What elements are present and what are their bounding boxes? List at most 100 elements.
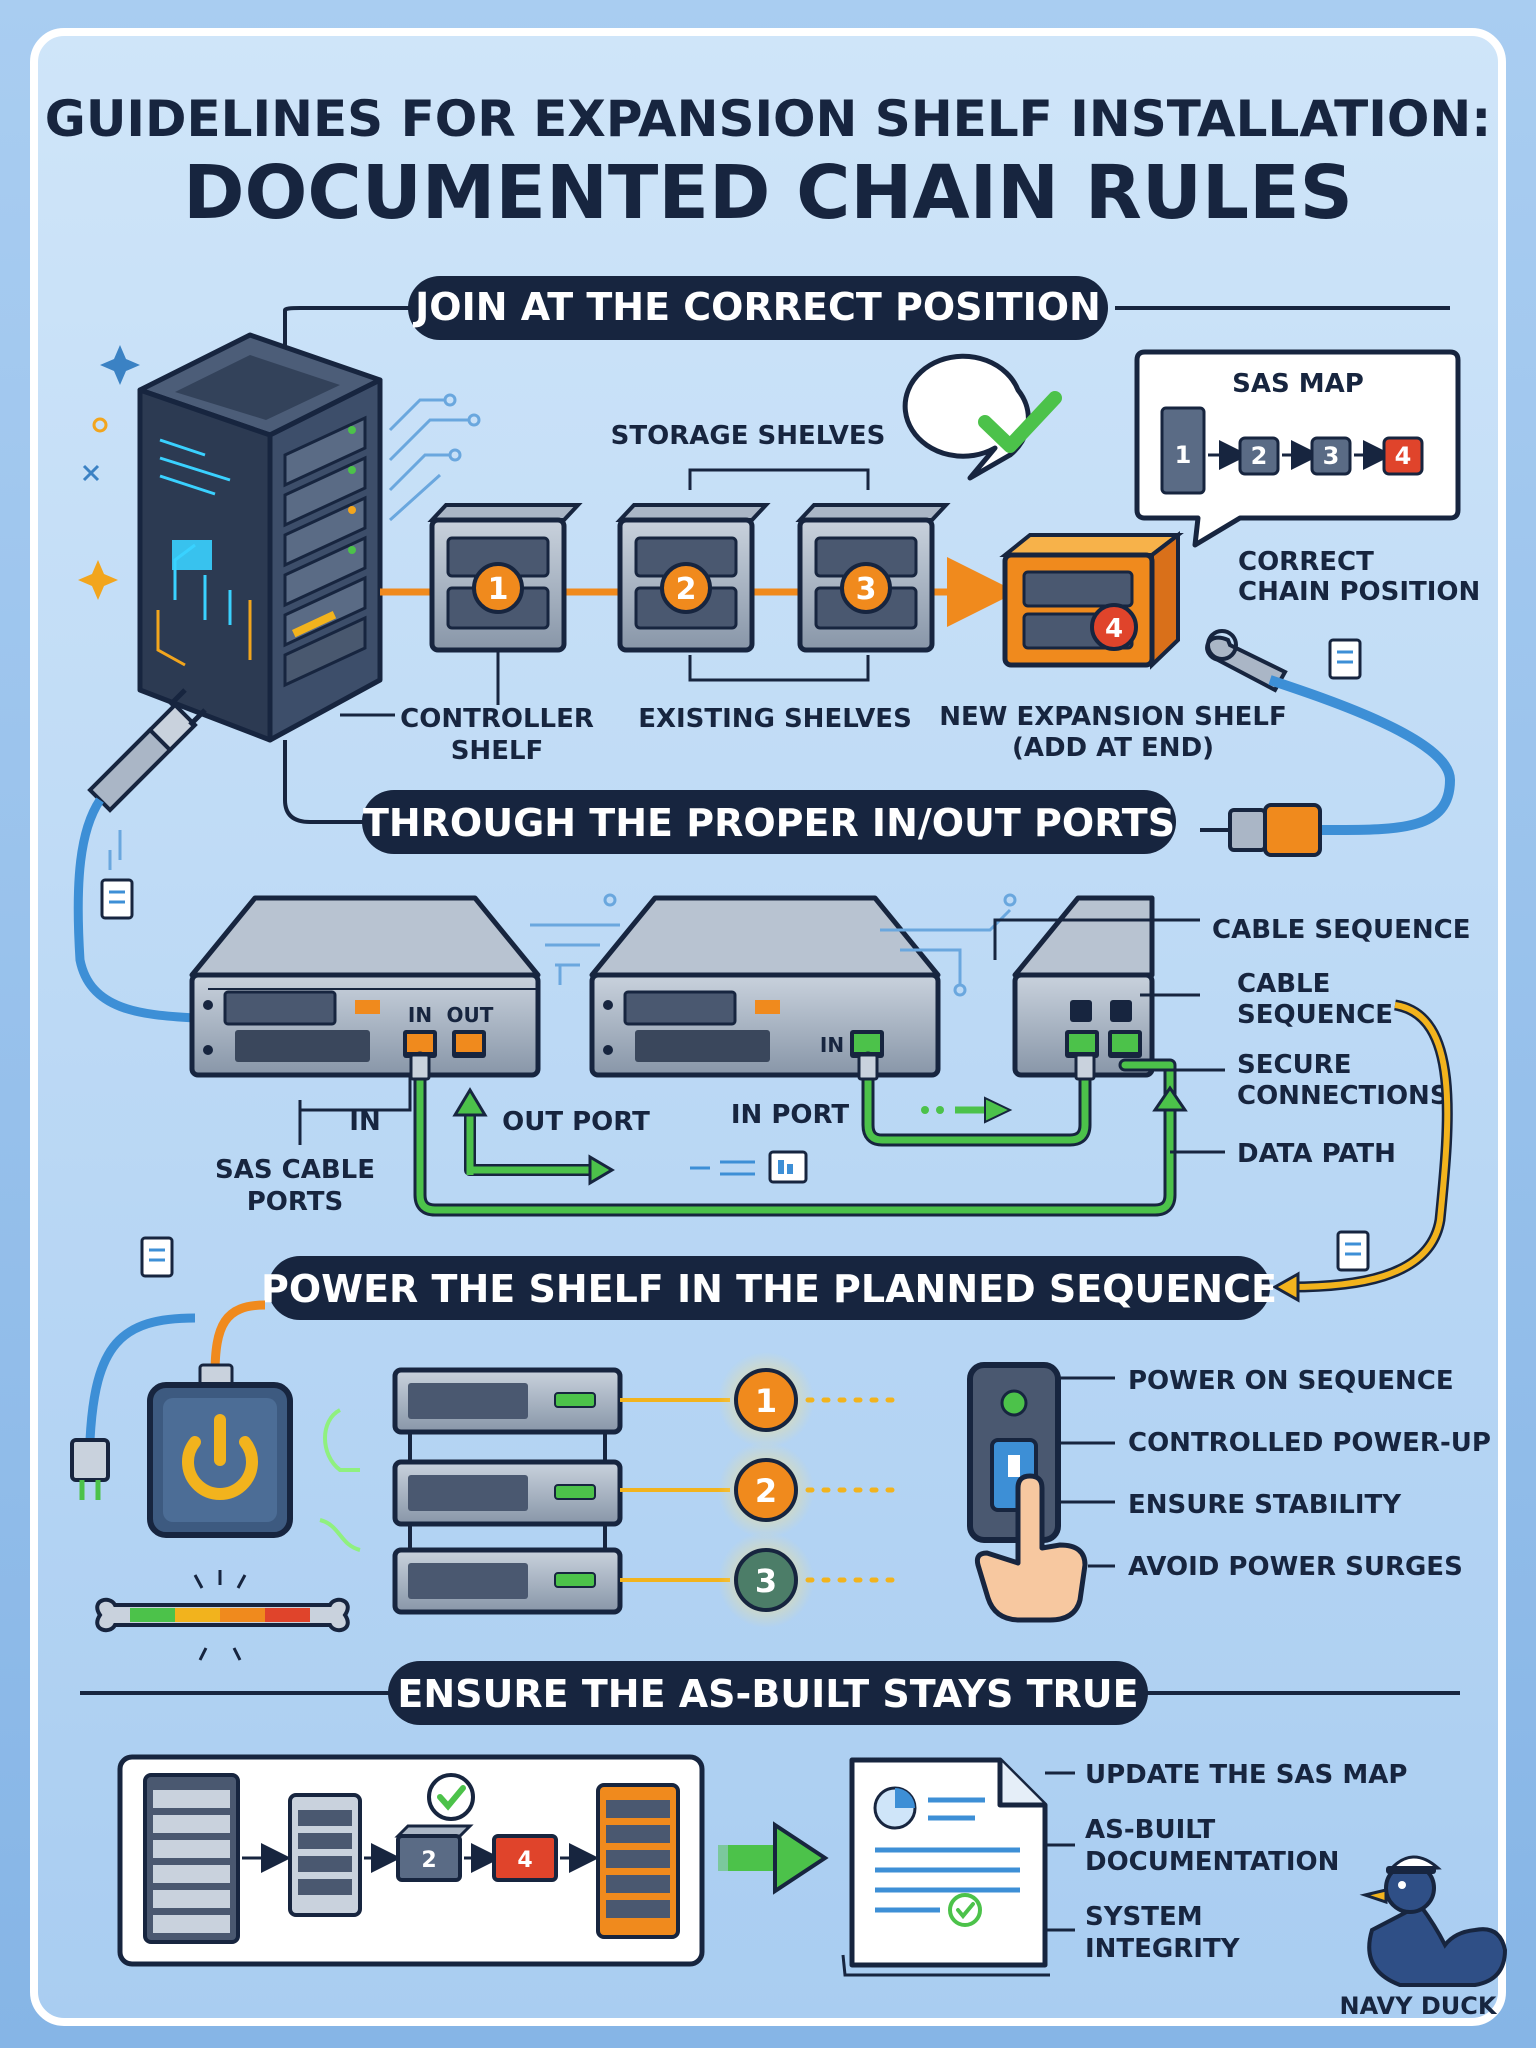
shelf-number-3: 3 [856, 572, 877, 607]
power-note-4: AVOID POWER SURGES [1128, 1552, 1463, 1582]
as-built-note-4: SYSTEM [1085, 1902, 1203, 1932]
power-step-1: 1 [620, 1352, 903, 1448]
label-correct-position-2: CHAIN POSITION [1238, 577, 1480, 607]
circuit-lines [108, 830, 122, 870]
rack-unit-1: IN OUT [189, 895, 541, 1078]
check-icon [427, 1773, 475, 1821]
label-controller-shelf-2: SHELF [451, 736, 544, 766]
power-glow-lines [319, 1408, 361, 1552]
storage-shelf-2: 2 [615, 503, 771, 653]
banner-as-built [388, 1661, 1148, 1725]
dashed-arrow [921, 1096, 1013, 1124]
sas-map-node-1: 1 [1175, 441, 1192, 469]
label-controller-shelf-1: CONTROLLER [400, 704, 594, 734]
document-icon [1336, 1230, 1370, 1272]
chain-node-2: 2 [421, 1848, 436, 1873]
checkmark-bubble-icon [902, 353, 1062, 481]
wrench-icon [95, 1570, 350, 1661]
server-tower-icon [137, 332, 383, 743]
duck-mascot-icon [1359, 1855, 1508, 1987]
port-in-tag-2: IN [820, 1033, 844, 1057]
as-built-note-3: DOCUMENTATION [1085, 1847, 1339, 1877]
port-out-tag: OUT [447, 1003, 494, 1027]
as-built-note-5: INTEGRITY [1085, 1934, 1241, 1964]
power-step-2-label: 2 [755, 1472, 777, 1510]
sas-map-title: SAS MAP [1232, 369, 1364, 399]
label-correct-position-1: CORRECT [1238, 547, 1374, 577]
banner-join-position [408, 276, 1108, 340]
label-cable-sequence-2b: SEQUENCE [1237, 1000, 1393, 1030]
as-built-note-1: UPDATE THE SAS MAP [1085, 1760, 1407, 1790]
document-icon [841, 1757, 1050, 1977]
sas-map-node-4: 4 [1395, 442, 1412, 470]
sas-map-node-2: 2 [1251, 442, 1268, 470]
banner-as-built-text: ENSURE THE AS-BUILT STAYS TRUE [397, 1672, 1138, 1716]
banner-power-sequence-text: POWER THE SHELF IN THE PLANNED SEQUENCE [261, 1267, 1277, 1311]
power-step-2: 2 [620, 1442, 903, 1538]
storage-shelf-1: 1 [427, 503, 583, 653]
sas-map-card: SAS MAP 1 2 3 4 [1134, 349, 1461, 548]
sparkle-icons [78, 345, 140, 600]
banner-power-sequence [268, 1256, 1270, 1320]
as-built-note-2: AS-BUILT [1085, 1815, 1216, 1845]
banner-in-out-ports [362, 790, 1176, 854]
power-note-3: ENSURE STABILITY [1128, 1490, 1402, 1520]
power-button-icon[interactable] [147, 1382, 293, 1538]
title-line-1: GUIDELINES FOR EXPANSION SHELF INSTALLAT… [45, 90, 1491, 148]
sas-map-node-3: 3 [1323, 442, 1340, 470]
power-plug-icon [87, 688, 207, 813]
label-in-port: IN PORT [731, 1100, 849, 1130]
cable-connector-icon [1200, 803, 1322, 857]
power-note-1: POWER ON SEQUENCE [1128, 1366, 1454, 1396]
document-icon [1328, 638, 1362, 680]
chain-node-4: 4 [517, 1848, 532, 1873]
power-step-1-label: 1 [755, 1382, 777, 1420]
rack-unit-3 [1012, 895, 1155, 1078]
circuit-lines [530, 893, 1017, 997]
label-sas-cable-ports-1: SAS CABLE [215, 1155, 375, 1185]
section-in-out-ports: THROUGH THE PROPER IN/OUT PORTS [73, 688, 1470, 1303]
label-secure-connections-2: CONNECTIONS [1237, 1081, 1449, 1111]
label-existing-shelves: EXISTING SHELVES [638, 704, 912, 734]
label-cable-sequence-2a: CABLE [1237, 969, 1330, 999]
wall-switch-icon[interactable] [967, 1362, 1061, 1543]
new-expansion-shelf: 4 [999, 530, 1184, 670]
power-note-2: CONTROLLED POWER-UP [1128, 1428, 1491, 1458]
label-secure-connections-1: SECURE [1237, 1050, 1351, 1080]
label-new-shelf-1: NEW EXPANSION SHELF [939, 702, 1287, 732]
brand-label: NAVY DUCK [1340, 1992, 1498, 2020]
section-power-sequence: POWER THE SHELF IN THE PLANNED SEQUENCE [70, 1236, 1491, 1661]
power-step-3: 3 [620, 1532, 903, 1628]
shelf-number-1: 1 [488, 572, 509, 607]
rack-unit-2: IN [589, 895, 941, 1078]
document-icon [690, 1150, 808, 1184]
section-join-position: JOIN AT THE CORRECT POSITION [78, 276, 1480, 857]
as-built-chain: 2 4 [143, 1773, 680, 1944]
power-notes: POWER ON SEQUENCE CONTROLLED POWER-UP EN… [1058, 1366, 1491, 1582]
out-port-arrow [466, 1115, 590, 1175]
label-data-path: DATA PATH [1237, 1139, 1396, 1169]
label-storage-shelves: STORAGE SHELVES [611, 421, 886, 451]
power-plug-icon [70, 1438, 110, 1500]
label-in: IN [349, 1107, 380, 1137]
storage-shelf-3: 3 [795, 503, 951, 653]
green-data-cable [416, 1054, 1174, 1214]
circuit-lines [388, 393, 481, 522]
shelf-number-2: 2 [676, 572, 697, 607]
banner-join-position-text: JOIN AT THE CORRECT POSITION [412, 285, 1101, 329]
rack-sequence [392, 1367, 623, 1615]
document-icon [140, 1236, 174, 1278]
shelf-number-4: 4 [1105, 614, 1123, 644]
server-drive-bays [283, 415, 367, 688]
title-line-2: DOCUMENTED CHAIN RULES [183, 150, 1353, 236]
banner-in-out-ports-text: THROUGH THE PROPER IN/OUT PORTS [363, 801, 1175, 845]
label-sas-cable-ports-2: PORTS [247, 1187, 343, 1217]
port-in-tag: IN [408, 1003, 432, 1027]
label-out-port: OUT PORT [502, 1107, 650, 1137]
label-cable-sequence-1: CABLE SEQUENCE [1212, 915, 1470, 945]
power-step-3-label: 3 [755, 1562, 777, 1600]
document-icon [100, 878, 134, 920]
section-as-built: ENSURE THE AS-BUILT STAYS TRUE 2 4 [80, 1661, 1460, 1977]
